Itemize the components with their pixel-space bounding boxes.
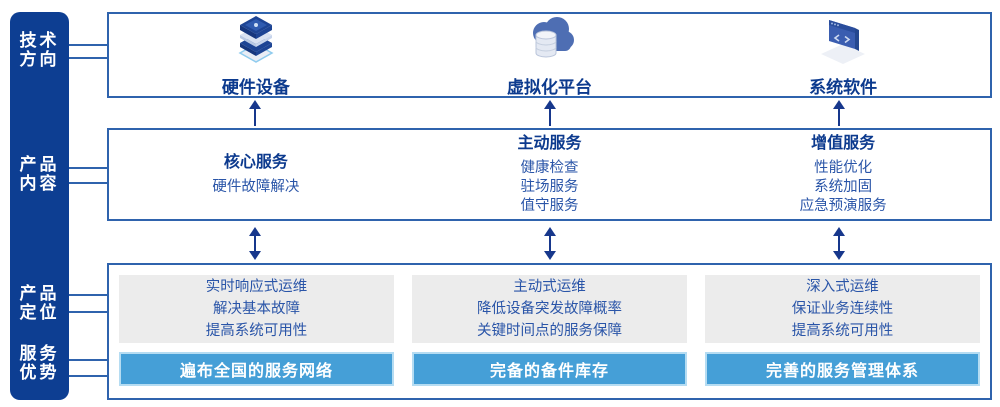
advantage-bar: 完善的服务管理体系 bbox=[705, 352, 980, 386]
advantage-bar: 完备的备件库存 bbox=[412, 352, 687, 386]
service-item: 驻场服务 bbox=[520, 178, 579, 195]
service-item: 健康检查 bbox=[520, 159, 579, 176]
position-point: 提高系统可用性 bbox=[791, 323, 894, 339]
product-position-box: 实时响应式运维 解决基本故障 提高系统可用性 遍布全国的服务网络 主动式运维 降… bbox=[107, 263, 992, 400]
sidebar-label-service-advantage: 服务 优势 bbox=[10, 344, 69, 382]
service-item: 硬件故障解决 bbox=[212, 178, 300, 195]
double-arrow bbox=[832, 227, 846, 260]
tech-item-virtualization: 虚拟化平台 bbox=[403, 13, 697, 97]
sidebar-label-line: 方向 bbox=[19, 50, 60, 69]
code-window-icon bbox=[815, 13, 871, 70]
service-column-core: 核心服务 硬件故障解决 bbox=[109, 130, 403, 219]
position-column-deep: 深入式运维 保证业务连续性 提高系统可用性 完善的服务管理体系 bbox=[705, 275, 980, 388]
sidebar-label-line: 定位 bbox=[19, 303, 60, 322]
connector-line bbox=[69, 167, 107, 169]
connector-line bbox=[69, 375, 107, 377]
position-panel: 实时响应式运维 解决基本故障 提高系统可用性 bbox=[119, 275, 394, 343]
sidebar-label-line: 内容 bbox=[19, 174, 60, 193]
position-point: 深入式运维 bbox=[806, 279, 879, 295]
product-content-box: 核心服务 硬件故障解决 主动服务 健康检查 驻场服务 值守服务 增值服务 性能优… bbox=[107, 128, 992, 221]
tech-item-label: 虚拟化平台 bbox=[507, 77, 592, 97]
connector-line bbox=[69, 44, 107, 46]
connector-line bbox=[69, 311, 107, 313]
position-point: 关键时间点的服务保障 bbox=[477, 323, 622, 339]
position-point: 解决基本故障 bbox=[213, 301, 300, 317]
sidebar: 技术 方向 产品 内容 产品 定位 服务 优势 bbox=[10, 12, 69, 400]
service-item: 值守服务 bbox=[520, 197, 579, 214]
connector-line bbox=[69, 359, 107, 361]
double-arrow bbox=[248, 227, 262, 260]
tech-item-label: 硬件设备 bbox=[221, 77, 290, 97]
up-arrow bbox=[543, 100, 557, 126]
service-column-title: 核心服务 bbox=[223, 153, 288, 171]
sidebar-label-line: 产品 bbox=[19, 284, 60, 303]
service-column-title: 主动服务 bbox=[517, 134, 582, 152]
connector-line bbox=[69, 294, 107, 296]
sidebar-label-tech-direction: 技术 方向 bbox=[10, 31, 69, 69]
tech-direction-box: 硬件设备 虚拟化平台 bbox=[107, 12, 992, 98]
position-point: 保证业务连续性 bbox=[791, 301, 894, 317]
service-column-proactive: 主动服务 健康检查 驻场服务 值守服务 bbox=[403, 130, 697, 219]
position-point: 降低设备突发故障概率 bbox=[477, 301, 622, 317]
advantage-bar: 遍布全国的服务网络 bbox=[119, 352, 394, 386]
service-column-value-added: 增值服务 性能优化 系统加固 应急预演服务 bbox=[696, 130, 990, 219]
service-column-title: 增值服务 bbox=[811, 134, 876, 152]
position-panel: 深入式运维 保证业务连续性 提高系统可用性 bbox=[705, 275, 980, 343]
connector-line bbox=[69, 182, 107, 184]
position-column-proactive: 主动式运维 降低设备突发故障概率 关键时间点的服务保障 完备的备件库存 bbox=[412, 275, 687, 388]
cloud-database-icon bbox=[522, 13, 578, 70]
up-arrow bbox=[248, 100, 262, 126]
sidebar-label-product-position: 产品 定位 bbox=[10, 284, 69, 322]
sidebar-label-line: 产品 bbox=[19, 155, 60, 174]
position-column-realtime: 实时响应式运维 解决基本故障 提高系统可用性 遍布全国的服务网络 bbox=[119, 275, 394, 388]
connector-line bbox=[69, 57, 107, 59]
service-item: 应急预演服务 bbox=[799, 197, 887, 214]
position-point: 实时响应式运维 bbox=[205, 279, 308, 295]
tech-item-hardware: 硬件设备 bbox=[109, 13, 403, 97]
sidebar-label-line: 技术 bbox=[19, 31, 60, 50]
sidebar-label-line: 服务 bbox=[19, 344, 60, 363]
sidebar-label-product-content: 产品 内容 bbox=[10, 155, 69, 193]
tech-item-software: 系统软件 bbox=[696, 13, 990, 97]
double-arrow bbox=[543, 227, 557, 260]
position-point: 主动式运维 bbox=[513, 279, 586, 295]
tech-item-label: 系统软件 bbox=[809, 77, 878, 97]
sidebar-label-line: 优势 bbox=[19, 363, 60, 382]
position-point: 提高系统可用性 bbox=[205, 323, 308, 339]
up-arrow bbox=[832, 100, 846, 126]
position-panel: 主动式运维 降低设备突发故障概率 关键时间点的服务保障 bbox=[412, 275, 687, 343]
server-stack-icon bbox=[229, 13, 283, 70]
service-item: 性能优化 bbox=[814, 159, 873, 176]
service-item: 系统加固 bbox=[814, 178, 873, 195]
